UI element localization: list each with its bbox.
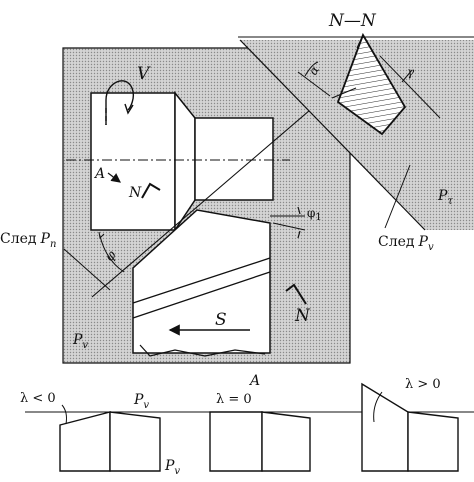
view-n-lower-label: N [294,306,311,326]
lambda-zero-label: λ = 0 [216,392,252,407]
tool-lambda-negative [59,411,111,472]
trace-pv-leader [384,164,411,229]
main-plan-view: V A N S N Pv φ φ1 [62,47,351,364]
lambda-positive-label: λ > 0 [405,377,441,392]
tool-lambda-zero [209,411,263,472]
view-n-lower-marker [285,283,307,305]
section-name-label: N—N [328,11,377,31]
angle-alpha-arc [304,61,319,77]
point-a-label: A [93,166,105,182]
workpiece-left-block [90,92,176,231]
view-n-section-marker [356,34,364,49]
view-n-main-marker [141,182,161,199]
feed-label: S [215,310,227,330]
tool-lambda-positive [361,382,409,472]
view-n-main-label: N [128,185,142,201]
cutting-tool-body [132,209,271,354]
velocity-label: V [137,64,151,84]
tool-section-hatched [336,32,407,136]
angle-phi1-label: φ1 [307,206,322,223]
rotation-arrow [105,80,135,125]
bottom-view-a: λ < 0 Pv Pv A λ = 0 λ > 0 [20,373,474,477]
workpiece-right-block [194,117,274,201]
trace-pn-line [91,79,346,298]
section-n-n-view: α γ N—N Pτ [238,11,474,231]
plane-ptau-region [240,40,474,230]
angle-gamma-label: γ [407,65,415,79]
trace-pn-leader [63,248,111,291]
view-a-label: A [248,373,260,389]
plane-ptau-label: Pτ [437,188,453,207]
pv-lower-2-label: Pv [164,458,180,477]
pv-lower-1-label: Pv [133,392,149,411]
plane-pv-main-label: Pv [72,332,88,351]
lambda-negative-label: λ < 0 [20,391,56,406]
angle-phi-arc [99,235,125,273]
